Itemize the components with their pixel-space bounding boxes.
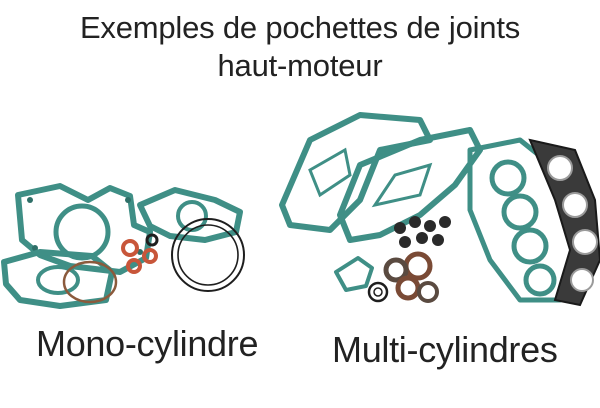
mono-cylinder-caption: Mono-cylindre <box>36 323 259 364</box>
head-gasket <box>528 138 600 307</box>
multi-cylinder-gasket-kit <box>279 112 600 307</box>
multi-cylinder-caption: Multi-cylindres <box>332 329 558 370</box>
valve-stem-seals <box>394 216 451 248</box>
exhaust-gasket <box>137 187 243 243</box>
small-o-ring <box>367 281 389 303</box>
small-teal-gasket <box>334 256 374 292</box>
copper-washer <box>403 251 433 281</box>
headline-line-2: haut-moteur <box>217 48 383 83</box>
lower-gasket <box>1 249 115 309</box>
mono-cylinder-gasket-kit <box>1 183 245 309</box>
copper-ring <box>62 260 118 304</box>
large-o-ring <box>171 218 245 292</box>
headline-line-1: Exemples de pochettes de joints <box>79 10 521 45</box>
orange-seal <box>121 239 139 257</box>
gasket-kits-photo <box>1 112 600 309</box>
